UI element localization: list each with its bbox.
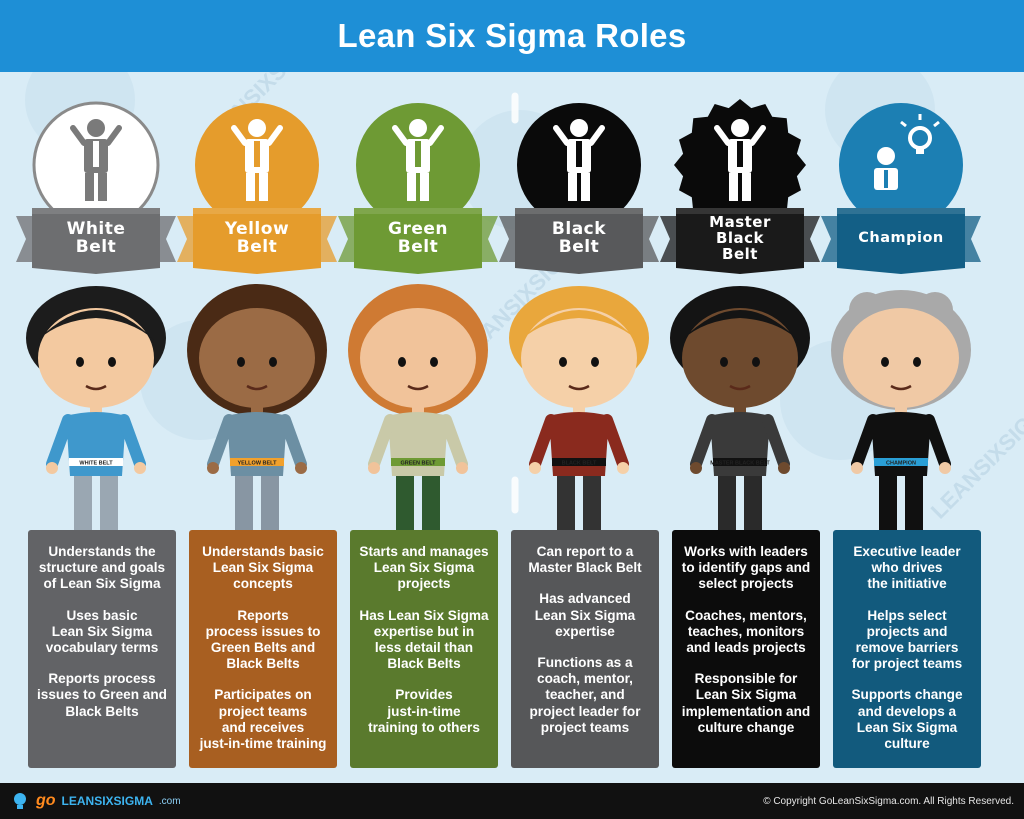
logo-suffix-text: .com xyxy=(158,795,181,807)
role-description-card: Works with leaders to identify gaps and … xyxy=(672,530,820,768)
belt-badge-icon xyxy=(356,103,480,227)
ribbon-banner xyxy=(338,208,498,274)
waist-belt-label: BLACK BELT xyxy=(562,461,597,467)
role-description-text: Uses basic Lean Six Sigma vocabulary ter… xyxy=(45,607,159,656)
logo-brand-text: LEANSIXSIGMA xyxy=(61,794,153,808)
role-description-text: Understands the structure and goals of L… xyxy=(38,544,166,592)
header-banner: Lean Six Sigma Roles xyxy=(0,0,1024,72)
belt-label: Master Black Belt xyxy=(709,213,771,263)
role-description-text: Coaches, mentors, teaches, monitors and … xyxy=(685,607,807,656)
character-illustration: MASTER BLACK BELT xyxy=(670,286,810,530)
champion-badge-icon xyxy=(839,103,963,227)
role-description-text: Can report to a Master Black Belt xyxy=(528,544,642,576)
role-description-text: Provides just-in-time training to others xyxy=(368,687,480,735)
waist-belt-label: WHITE BELT xyxy=(79,461,113,467)
role-column-black-belt: Black Belt BLACK BELT Can report to a Ma… xyxy=(499,98,659,768)
role-description-text: Has Lean Six Sigma expertise but in less… xyxy=(359,607,489,672)
footer-bar: go LEANSIXSIGMA .com © Copyright GoLeanSix… xyxy=(0,783,1024,819)
role-description-text: Works with leaders to identify gaps and … xyxy=(681,544,811,592)
company-logo[interactable]: go LEANSIXSIGMA .com xyxy=(10,791,181,811)
waist-belt-label: YELLOW BELT xyxy=(237,461,277,467)
waist-belt-label: CHAMPION xyxy=(886,461,916,467)
belt-badge-icon xyxy=(517,103,641,227)
ribbon-banner xyxy=(499,208,659,274)
ribbon-banner xyxy=(660,208,820,274)
role-column-white-belt: White Belt WHITE BELT Understands the st… xyxy=(16,98,176,768)
role-description-text: Executive leader who drives the initiati… xyxy=(853,544,961,592)
belt-badge-icon xyxy=(32,101,160,229)
logo-go-text: go xyxy=(36,792,56,809)
role-column-master-black-belt: Master Black Belt MASTER BLACK BELT Work… xyxy=(660,98,820,768)
belt-badge-icon xyxy=(195,103,319,227)
role-description-text: Responsible for Lean Six Sigma implement… xyxy=(681,671,811,735)
character-illustration: YELLOW BELT xyxy=(187,284,327,530)
character-illustration: BLACK BELT xyxy=(509,286,649,530)
ribbon-banner xyxy=(821,208,981,274)
page-title: Lean Six Sigma Roles xyxy=(337,17,687,54)
role-description-text: Understands basic Lean Six Sigma concept… xyxy=(202,544,324,592)
role-description-card: Understands basic Lean Six Sigma concept… xyxy=(189,530,337,768)
role-column-yellow-belt: Yellow Belt YELLOW BELT Understands basi… xyxy=(177,98,337,768)
role-description-card: Understands the structure and goals of L… xyxy=(28,530,176,768)
role-description-text: Reports process issues to Green and Blac… xyxy=(37,671,167,719)
role-description-text: Starts and manages Lean Six Sigma projec… xyxy=(359,544,489,592)
belt-label: Yellow Belt xyxy=(224,219,290,257)
character-illustration: CHAMPION xyxy=(831,290,971,530)
belt-label: Champion xyxy=(858,230,944,247)
role-description-text: Participates on project teams and receiv… xyxy=(199,687,327,752)
belt-label: Green Belt xyxy=(388,219,448,257)
belt-label: White Belt xyxy=(66,219,126,257)
role-description-text: Supports change and develops a Lean Six … xyxy=(851,687,963,752)
waist-belt-label: MASTER BLACK BELT xyxy=(710,461,770,467)
ribbon-banner xyxy=(16,208,176,274)
character-illustration: GREEN BELT xyxy=(348,284,488,530)
ribbon-banner xyxy=(177,208,337,274)
belt-badge-icon xyxy=(674,99,806,231)
role-description-text: Has advanced Lean Six Sigma expertise xyxy=(534,591,636,639)
role-description-text: Reports process issues to Green Belts an… xyxy=(205,607,321,672)
character-illustration: WHITE BELT xyxy=(26,286,166,530)
waist-belt-label: GREEN BELT xyxy=(400,461,436,467)
role-column-champion: Champion CHAMPION Executive leader who d… xyxy=(821,98,981,768)
role-description-card: Executive leader who drives the initiati… xyxy=(833,530,981,768)
role-column-green-belt: Green Belt GREEN BELT Starts and manages… xyxy=(338,98,498,768)
role-description-text: Functions as a coach, mentor, teacher, a… xyxy=(529,655,641,735)
role-description-text: Helps select projects and remove barrier… xyxy=(851,607,963,672)
lightbulb-icon xyxy=(14,793,26,809)
role-description-card: Starts and manages Lean Six Sigma projec… xyxy=(350,530,498,768)
copyright-text: © Copyright GoLeanSixSigma.com. All Righ… xyxy=(763,795,1014,807)
belt-label: Black Belt xyxy=(551,219,607,257)
